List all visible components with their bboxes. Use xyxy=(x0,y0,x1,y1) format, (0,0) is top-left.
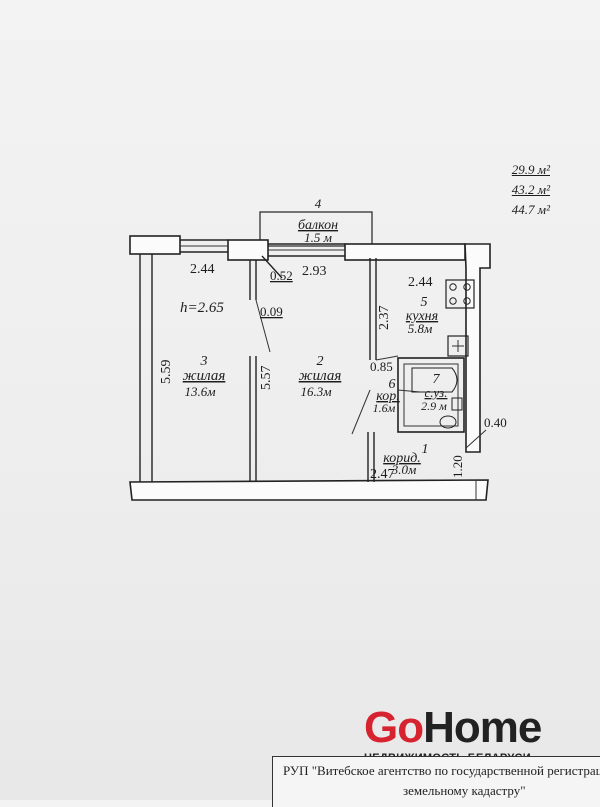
dim-kitchen-width: 2.44 xyxy=(408,275,433,290)
dim-room3-width: 2.44 xyxy=(190,262,215,277)
room-7-area: 2.9 м xyxy=(421,399,447,413)
ceiling-height: h=2.65 xyxy=(180,300,224,316)
room-7-name: с.уз. xyxy=(425,385,448,400)
dim-corridor1-width: 2.47 xyxy=(370,467,395,482)
dim-corridor6-width: 0.85 xyxy=(370,359,393,374)
dim-wall-052: 0.52 xyxy=(270,268,293,283)
logo-go: Go xyxy=(364,703,424,752)
room-4-name: балкон xyxy=(298,218,338,233)
area-living: 29.9 м² xyxy=(511,162,550,177)
room-5-name: кухня xyxy=(406,309,438,324)
dim-room2-width: 2.93 xyxy=(302,264,327,279)
area-total: 43.2 м² xyxy=(511,182,550,197)
agency-stamp: РУП "Витебское агентство по государствен… xyxy=(272,756,600,807)
room-5-num: 5 xyxy=(421,295,428,310)
partitions xyxy=(249,255,487,482)
room-3-area: 13.6м xyxy=(184,384,215,399)
room-5-area: 5.8м xyxy=(408,321,433,336)
room-labels: 4 балкон 1.5 м 3 жилая 13.6м 2 жилая 16.… xyxy=(183,196,448,477)
dimension-labels: 2.44 5.59 5.57 0.52 0.09 2.93 2.44 2.37 … xyxy=(159,262,507,482)
room-6-area: 1.6м xyxy=(373,401,396,415)
room-6-num: 6 xyxy=(389,377,396,392)
dim-kitchen-length: 2.37 xyxy=(377,306,392,331)
walls xyxy=(129,235,491,501)
room-1-num: 1 xyxy=(422,442,429,457)
dim-corridor1-length: 1.20 xyxy=(450,455,465,478)
dim-room3-length: 5.59 xyxy=(159,360,174,385)
area-summary: 29.9 м² 43.2 м² 44.7 м² xyxy=(470,160,550,220)
bathroom-fixtures xyxy=(411,367,463,429)
dim-wall-040: 0.40 xyxy=(484,415,507,430)
room-1-name: корид. xyxy=(383,451,421,466)
logo-home: Home xyxy=(423,703,542,752)
room-2-num: 2 xyxy=(317,354,324,369)
logo-wordmark: GoHome xyxy=(364,706,564,750)
area-total-with-balcony: 44.7 м² xyxy=(511,202,550,217)
room-2-name: жилая xyxy=(299,368,342,384)
kitchen-fixtures xyxy=(445,279,475,357)
room-4-area: 1.5 м xyxy=(304,230,332,245)
room-3-num: 3 xyxy=(200,354,208,369)
room-7-num: 7 xyxy=(433,372,441,387)
room-4-num: 4 xyxy=(315,196,322,211)
room-6-name: кор. xyxy=(376,389,400,404)
dim-room2-length: 5.57 xyxy=(259,366,274,391)
room-2-area: 16.3м xyxy=(300,384,331,399)
balcony xyxy=(259,211,373,247)
stamp-line-2: земельному кадастру" xyxy=(403,783,526,798)
room-1-area: 3.0м xyxy=(391,462,417,477)
stamp-line-1: РУП "Витебское агентство по государствен… xyxy=(283,763,600,778)
room-3-name: жилая xyxy=(183,368,226,384)
dim-wall-009: 0.09 xyxy=(260,304,283,319)
